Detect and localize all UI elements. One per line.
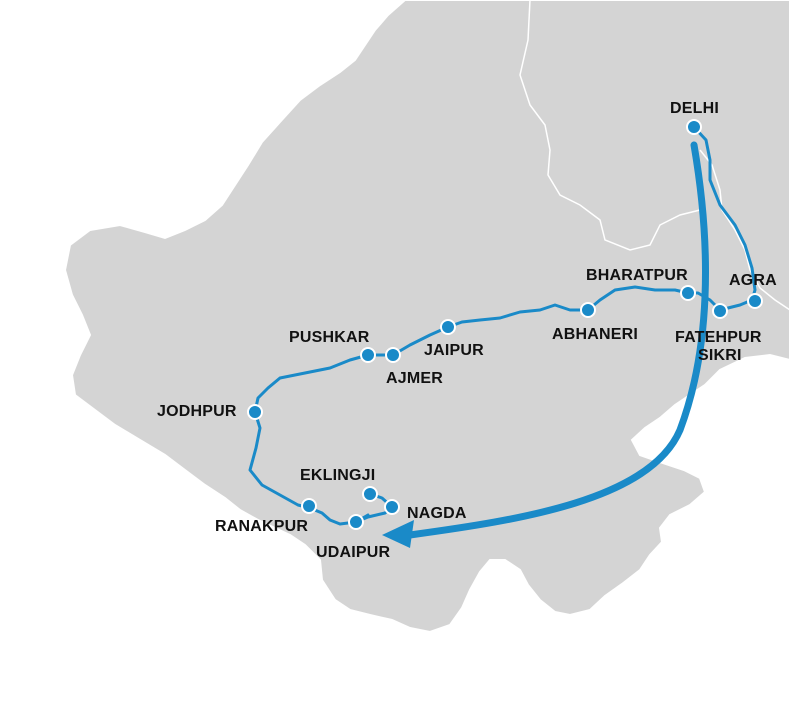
label-agra: AGRA	[729, 272, 777, 289]
label-udaipur: UDAIPUR	[316, 544, 391, 561]
marker-jodhpur[interactable]	[247, 404, 263, 420]
label-sikri: SIKRI	[698, 347, 742, 364]
marker-ranakpur[interactable]	[301, 498, 317, 514]
label-eklingji: EKLINGJI	[300, 467, 375, 484]
label-ranakpur: RANAKPUR	[215, 518, 308, 535]
label-jaipur: JAIPUR	[424, 342, 484, 359]
label-jodhpur: JODHPUR	[157, 403, 237, 420]
label-delhi: DELHI	[670, 100, 719, 117]
marker-abhaneri[interactable]	[580, 302, 596, 318]
marker-agra[interactable]	[747, 293, 763, 309]
marker-pushkar[interactable]	[360, 347, 376, 363]
label-nagda: NAGDA	[407, 505, 467, 522]
label-bharatpur: BHARATPUR	[586, 267, 688, 284]
label-abhaneri: ABHANERI	[552, 326, 638, 343]
marker-nagda[interactable]	[384, 499, 400, 515]
marker-eklingji[interactable]	[362, 486, 378, 502]
region-border	[699, 149, 790, 311]
label-pushkar: PUSHKAR	[289, 329, 370, 346]
region-border	[519, 0, 701, 251]
city-markers	[247, 119, 763, 530]
marker-udaipur[interactable]	[348, 514, 364, 530]
return-arrow-head	[382, 520, 414, 548]
return-arrow-path	[406, 141, 709, 539]
label-fatehpur: FATEHPUR	[675, 329, 762, 346]
marker-delhi[interactable]	[686, 119, 702, 135]
marker-ajmer[interactable]	[385, 347, 401, 363]
marker-bharatpur[interactable]	[680, 285, 696, 301]
label-ajmer: AJMER	[386, 370, 443, 387]
marker-fatehpur-sikri[interactable]	[712, 303, 728, 319]
land-region	[63, 0, 790, 634]
marker-jaipur[interactable]	[440, 319, 456, 335]
